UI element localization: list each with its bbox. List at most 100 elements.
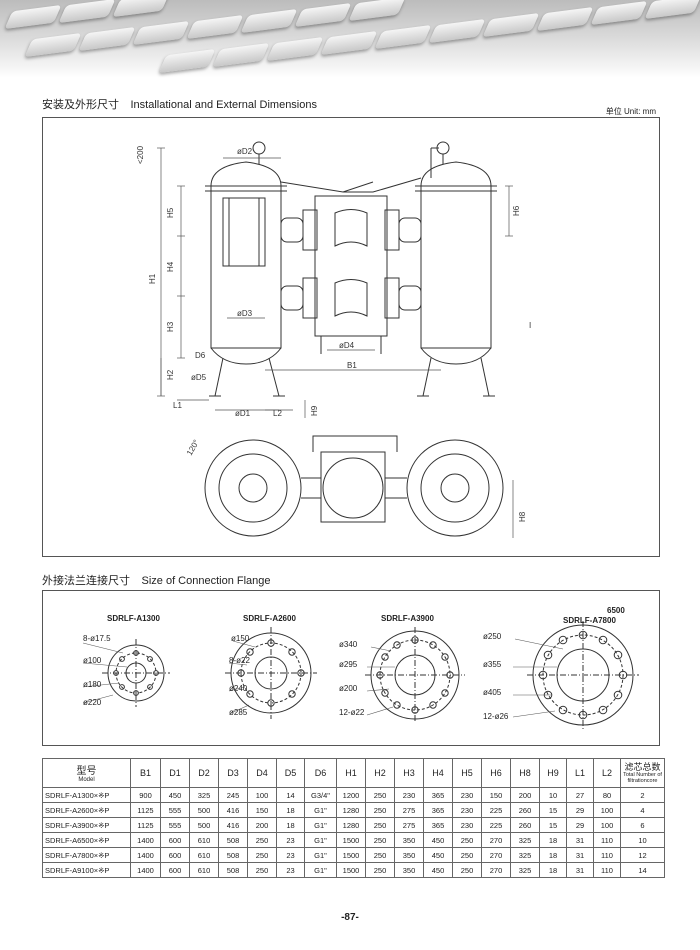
flange-3-label: ø295: [339, 660, 358, 669]
dim-d2: øD2: [237, 147, 253, 156]
cell-d1: 555: [160, 802, 190, 818]
cell-b1: 900: [130, 787, 161, 803]
dim-h4: H4: [166, 261, 175, 272]
cell-d6: G3/4": [304, 787, 337, 803]
cell-model: SDRLF-A1300×※P: [42, 787, 131, 803]
cell-h4: 365: [423, 787, 453, 803]
flange-1-name: SDRLF-A1300: [107, 614, 160, 623]
flange-3-name: SDRLF-A3900: [381, 614, 434, 623]
dim-h1: H1: [148, 273, 157, 284]
header-col: D3: [218, 758, 248, 788]
cell-b1: 1400: [130, 832, 161, 848]
cell-d4: 250: [247, 832, 277, 848]
cell-d1: 555: [160, 817, 190, 833]
cell-l1: 31: [566, 832, 594, 848]
cell-d4: 100: [247, 787, 277, 803]
cell-l2: 110: [593, 832, 621, 848]
flange-2-label: ø285: [229, 708, 248, 717]
dim-d6: D6: [195, 351, 206, 360]
dim-angle: 120°: [185, 438, 201, 457]
dim-d4: øD4: [339, 341, 355, 350]
cell-h6: 270: [481, 862, 511, 878]
header-col: L1: [566, 758, 594, 788]
cell-h5: 230: [452, 787, 482, 803]
header-total-en-1: Total Number of: [623, 771, 662, 778]
flange-4-label: ø250: [483, 632, 502, 641]
flange-2-name: SDRLF-A2600: [243, 614, 296, 623]
header-col: H9: [539, 758, 567, 788]
dim-h5: H5: [166, 207, 175, 218]
cell-d1: 450: [160, 787, 190, 803]
section-title-flange: 外接法兰连接尺寸 Size of Connection Flange: [42, 572, 271, 588]
dim-h9: H9: [310, 405, 319, 416]
flange-1-label: ø100: [83, 656, 102, 665]
cell-d4: 250: [247, 847, 277, 863]
cell-h5: 230: [452, 802, 482, 818]
left-vessel-bottom: [210, 347, 282, 365]
cell-d2: 500: [189, 802, 219, 818]
right-vessel-top: [420, 161, 492, 187]
flange-2-label: ø150: [231, 634, 250, 643]
cell-h3: 275: [394, 817, 424, 833]
cell-total: 10: [620, 832, 665, 848]
cell-total: 12: [620, 847, 665, 863]
header-col: D6: [304, 758, 337, 788]
cell-h6: 270: [481, 847, 511, 863]
cell-d5: 23: [276, 832, 305, 848]
spec-table: 型号 Model B1 D1 D2 D3 D4 D5 D6 H1 H2 H3 H…: [42, 758, 665, 878]
header-col: H2: [365, 758, 395, 788]
cell-h1: 1200: [336, 787, 366, 803]
cell-b1: 1125: [130, 817, 161, 833]
header-model-en: Model: [78, 777, 95, 783]
header-total: 滤芯总数 Total Number of filtrationcore: [620, 758, 665, 788]
header-banner: [0, 0, 700, 78]
dim-b1: B1: [347, 361, 357, 370]
cell-h3: 350: [394, 862, 424, 878]
cell-h3: 350: [394, 847, 424, 863]
header-col: D5: [276, 758, 305, 788]
cell-h9: 18: [539, 862, 567, 878]
flange-2-label: 8-ø22: [229, 656, 250, 665]
cell-h2: 250: [365, 817, 395, 833]
cell-h9: 15: [539, 817, 567, 833]
cell-l2: 110: [593, 862, 621, 878]
cell-d2: 610: [189, 847, 219, 863]
dim-d1: øD1: [235, 409, 251, 418]
flange-1-label: 8-ø17.5: [83, 634, 111, 643]
right-vessel-body: [420, 185, 492, 349]
cell-h4: 450: [423, 832, 453, 848]
cell-h6: 150: [481, 787, 511, 803]
header-col: H4: [423, 758, 453, 788]
cell-d5: 23: [276, 847, 305, 863]
dim-h8: H8: [518, 511, 527, 522]
cell-d5: 14: [276, 787, 305, 803]
cell-h4: 450: [423, 862, 453, 878]
left-leg: [268, 357, 280, 397]
dim-h6: H6: [512, 205, 521, 216]
header-col: H1: [336, 758, 366, 788]
cell-h3: 275: [394, 802, 424, 818]
flange-drawings: SDRLF-A1300 SDRLF-A2600 SDRLF-A3900 6500…: [82, 606, 639, 731]
section-title-en: Installational and External Dimensions: [130, 99, 318, 111]
cell-l1: 29: [566, 802, 594, 818]
cell-d5: 18: [276, 817, 305, 833]
cell-h8: 260: [510, 817, 540, 833]
cell-h5: 230: [452, 817, 482, 833]
cell-d3: 508: [218, 847, 248, 863]
cell-d3: 416: [218, 817, 248, 833]
header-total-en-2: filtrationcore: [627, 777, 658, 784]
cell-d3: 416: [218, 802, 248, 818]
unit-label: 单位 Unit: mm: [605, 107, 656, 116]
cell-model: SDRLF-A3900×※P: [42, 817, 131, 833]
dim-l1: L1: [173, 401, 182, 410]
cell-h6: 225: [481, 802, 511, 818]
cell-model: SDRLF-A6500×※P: [42, 832, 131, 848]
cell-l2: 80: [593, 787, 621, 803]
cell-d5: 23: [276, 862, 305, 878]
cell-l1: 31: [566, 847, 594, 863]
cell-h4: 365: [423, 802, 453, 818]
